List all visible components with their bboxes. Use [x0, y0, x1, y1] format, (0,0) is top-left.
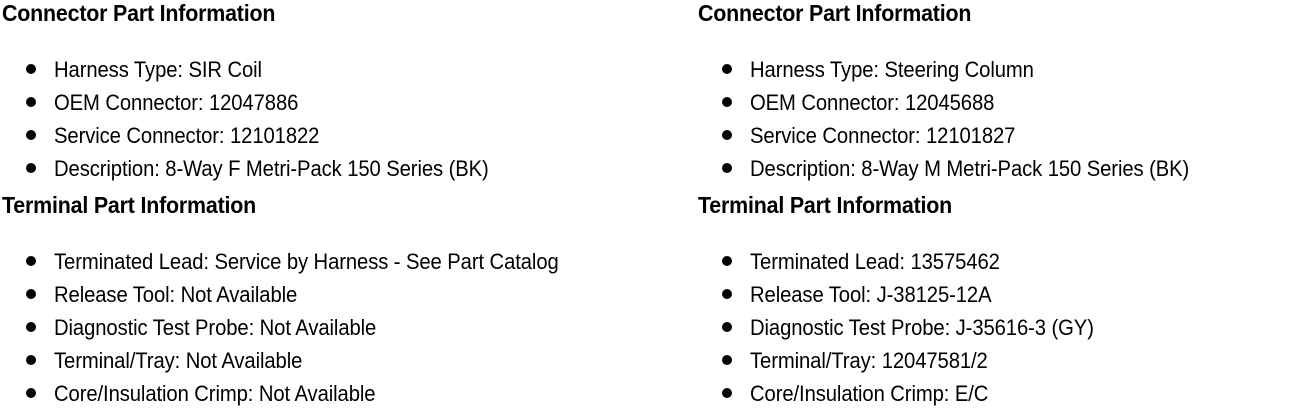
bullet-icon — [26, 163, 36, 173]
list-item-label: Terminated Lead: 13575462 — [750, 249, 1000, 274]
bullet-icon — [26, 289, 36, 299]
list-item-label: OEM Connector: 12047886 — [54, 90, 299, 115]
list-item: Service Connector: 12101822 — [2, 119, 690, 152]
list-item-label: Diagnostic Test Probe: Not Available — [54, 315, 377, 340]
list-item-label: Service Connector: 12101827 — [750, 123, 1016, 148]
list-item: Description: 8-Way M Metri-Pack 150 Seri… — [698, 152, 1312, 185]
list-item-label: Release Tool: J-38125-12A — [750, 282, 992, 307]
list-item-label: Terminal/Tray: Not Available — [54, 348, 303, 373]
list-item: Service Connector: 12101827 — [698, 119, 1312, 152]
list-item-label: Core/Insulation Crimp: Not Available — [54, 381, 376, 406]
left-terminal-part-information-heading: Terminal Part Information — [2, 192, 257, 218]
left-column: Connector Part Information Harness Type:… — [2, 0, 690, 416]
bullet-icon — [722, 64, 732, 74]
left-connector-part-information-heading: Connector Part Information — [2, 0, 276, 26]
list-item-label: Harness Type: SIR Coil — [54, 57, 262, 82]
list-item-label: Description: 8-Way M Metri-Pack 150 Seri… — [750, 156, 1190, 181]
left-connector-part-information-list: Harness Type: SIR Coil OEM Connector: 12… — [2, 53, 690, 185]
left-terminal-part-information-section: Terminal Part Information Terminated Lea… — [2, 194, 690, 410]
list-item: Terminated Lead: 13575462 — [698, 245, 1312, 278]
right-connector-part-information-heading: Connector Part Information — [698, 0, 972, 26]
list-item: Release Tool: Not Available — [2, 278, 690, 311]
bullet-icon — [722, 130, 732, 140]
bullet-icon — [26, 388, 36, 398]
list-item: Core/Insulation Crimp: Not Available — [2, 377, 690, 410]
list-item-label: Release Tool: Not Available — [54, 282, 298, 307]
bullet-icon — [26, 322, 36, 332]
list-item-label: Terminal/Tray: 12047581/2 — [750, 348, 988, 373]
bullet-icon — [722, 97, 732, 107]
list-item-label: Description: 8-Way F Metri-Pack 150 Seri… — [54, 156, 489, 181]
list-item: Description: 8-Way F Metri-Pack 150 Seri… — [2, 152, 690, 185]
bullet-icon — [722, 322, 732, 332]
right-connector-part-information-list: Harness Type: Steering Column OEM Connec… — [698, 53, 1312, 185]
left-terminal-part-information-list: Terminated Lead: Service by Harness - Se… — [2, 245, 690, 410]
list-item-label: Core/Insulation Crimp: E/C — [750, 381, 989, 406]
bullet-icon — [26, 130, 36, 140]
list-item: Diagnostic Test Probe: Not Available — [2, 311, 690, 344]
right-terminal-part-information-list: Terminated Lead: 13575462 Release Tool: … — [698, 245, 1312, 410]
list-item-label: OEM Connector: 12045688 — [750, 90, 995, 115]
bullet-icon — [26, 64, 36, 74]
list-item: Terminal/Tray: Not Available — [2, 344, 690, 377]
list-item-label: Terminated Lead: Service by Harness - Se… — [54, 249, 559, 274]
right-connector-part-information-section: Connector Part Information Harness Type:… — [698, 2, 1312, 185]
list-item: Terminal/Tray: 12047581/2 — [698, 344, 1312, 377]
list-item: Core/Insulation Crimp: E/C — [698, 377, 1312, 410]
bullet-icon — [26, 355, 36, 365]
bullet-icon — [722, 256, 732, 266]
bullet-icon — [26, 97, 36, 107]
list-item: OEM Connector: 12047886 — [2, 86, 690, 119]
right-terminal-part-information-heading: Terminal Part Information — [698, 192, 953, 218]
list-item: Release Tool: J-38125-12A — [698, 278, 1312, 311]
right-terminal-part-information-section: Terminal Part Information Terminated Lea… — [698, 194, 1312, 410]
list-item: Diagnostic Test Probe: J-35616-3 (GY) — [698, 311, 1312, 344]
left-connector-part-information-section: Connector Part Information Harness Type:… — [2, 2, 690, 185]
bullet-icon — [722, 163, 732, 173]
list-item-label: Harness Type: Steering Column — [750, 57, 1034, 82]
list-item: Terminated Lead: Service by Harness - Se… — [2, 245, 690, 278]
list-item: Harness Type: SIR Coil — [2, 53, 690, 86]
list-item: Harness Type: Steering Column — [698, 53, 1312, 86]
list-item-label: Service Connector: 12101822 — [54, 123, 320, 148]
bullet-icon — [722, 289, 732, 299]
list-item: OEM Connector: 12045688 — [698, 86, 1312, 119]
bullet-icon — [722, 388, 732, 398]
bullet-icon — [722, 355, 732, 365]
right-column: Connector Part Information Harness Type:… — [698, 0, 1312, 416]
list-item-label: Diagnostic Test Probe: J-35616-3 (GY) — [750, 315, 1094, 340]
bullet-icon — [26, 256, 36, 266]
